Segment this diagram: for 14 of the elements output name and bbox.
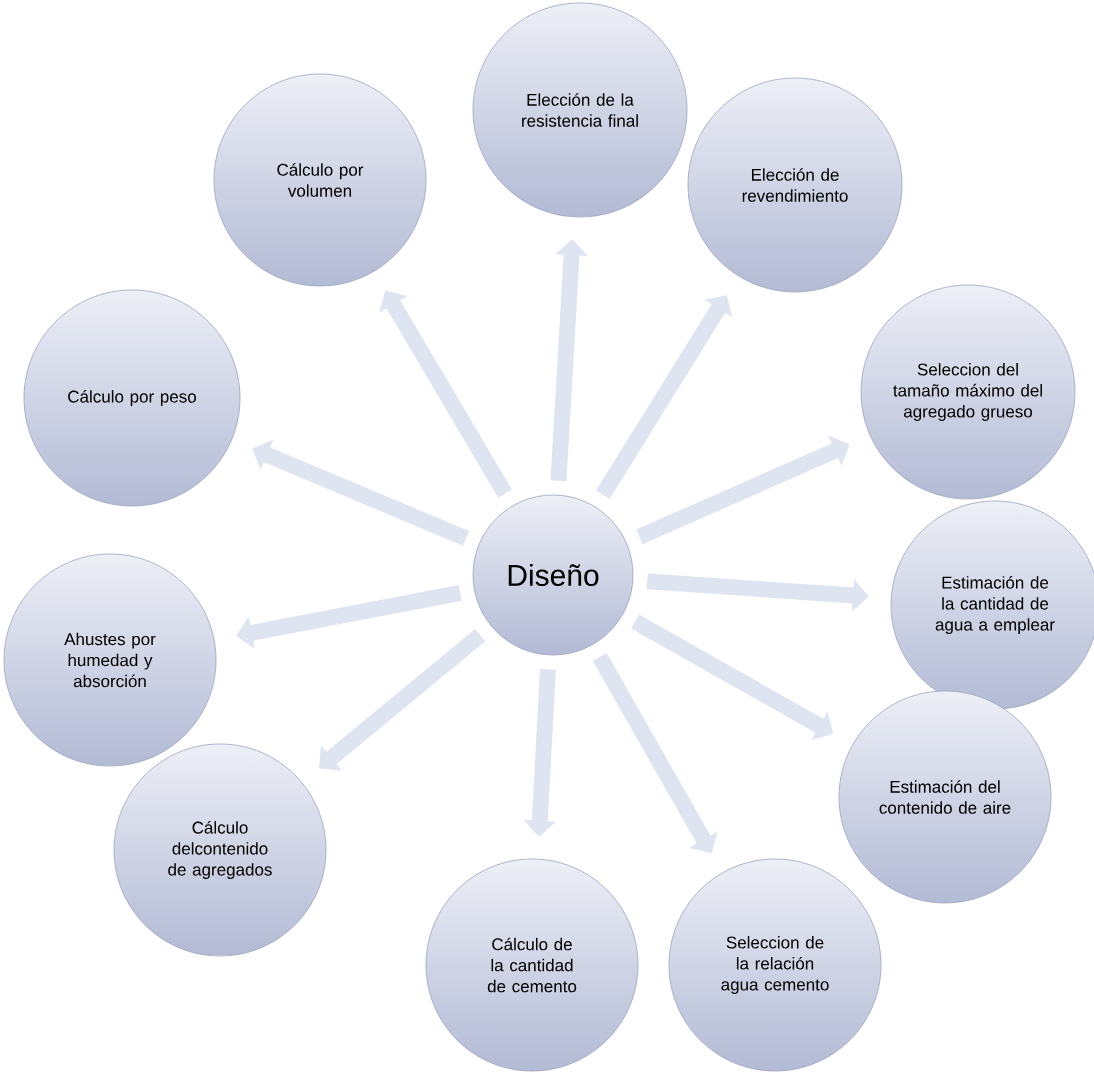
circle-node: Seleccion de la relación agua cemento xyxy=(668,858,882,1072)
block-arrow xyxy=(319,628,486,771)
circle-node: Cálculo por peso xyxy=(23,289,241,507)
block-arrow xyxy=(236,584,462,649)
circle-node: Cálculo delcontenido de agregados xyxy=(113,743,327,957)
circle-node: Ahustes por humedad y absorción xyxy=(3,553,217,767)
circle-node: Cálculo por volumen xyxy=(213,73,427,287)
circle-node: Elección de la resistencia final xyxy=(472,2,688,218)
circle-node: Diseño xyxy=(472,494,634,656)
circle-node: Seleccion del tamaño máximo del agregado grueso xyxy=(860,284,1076,500)
circle-node: Cálculo de la cantidad de cemento xyxy=(425,858,639,1072)
circle-node: Estimación del contenido de aire xyxy=(838,690,1052,904)
circle-node: Elección de revendimiento xyxy=(687,77,903,293)
block-arrow xyxy=(636,435,850,545)
